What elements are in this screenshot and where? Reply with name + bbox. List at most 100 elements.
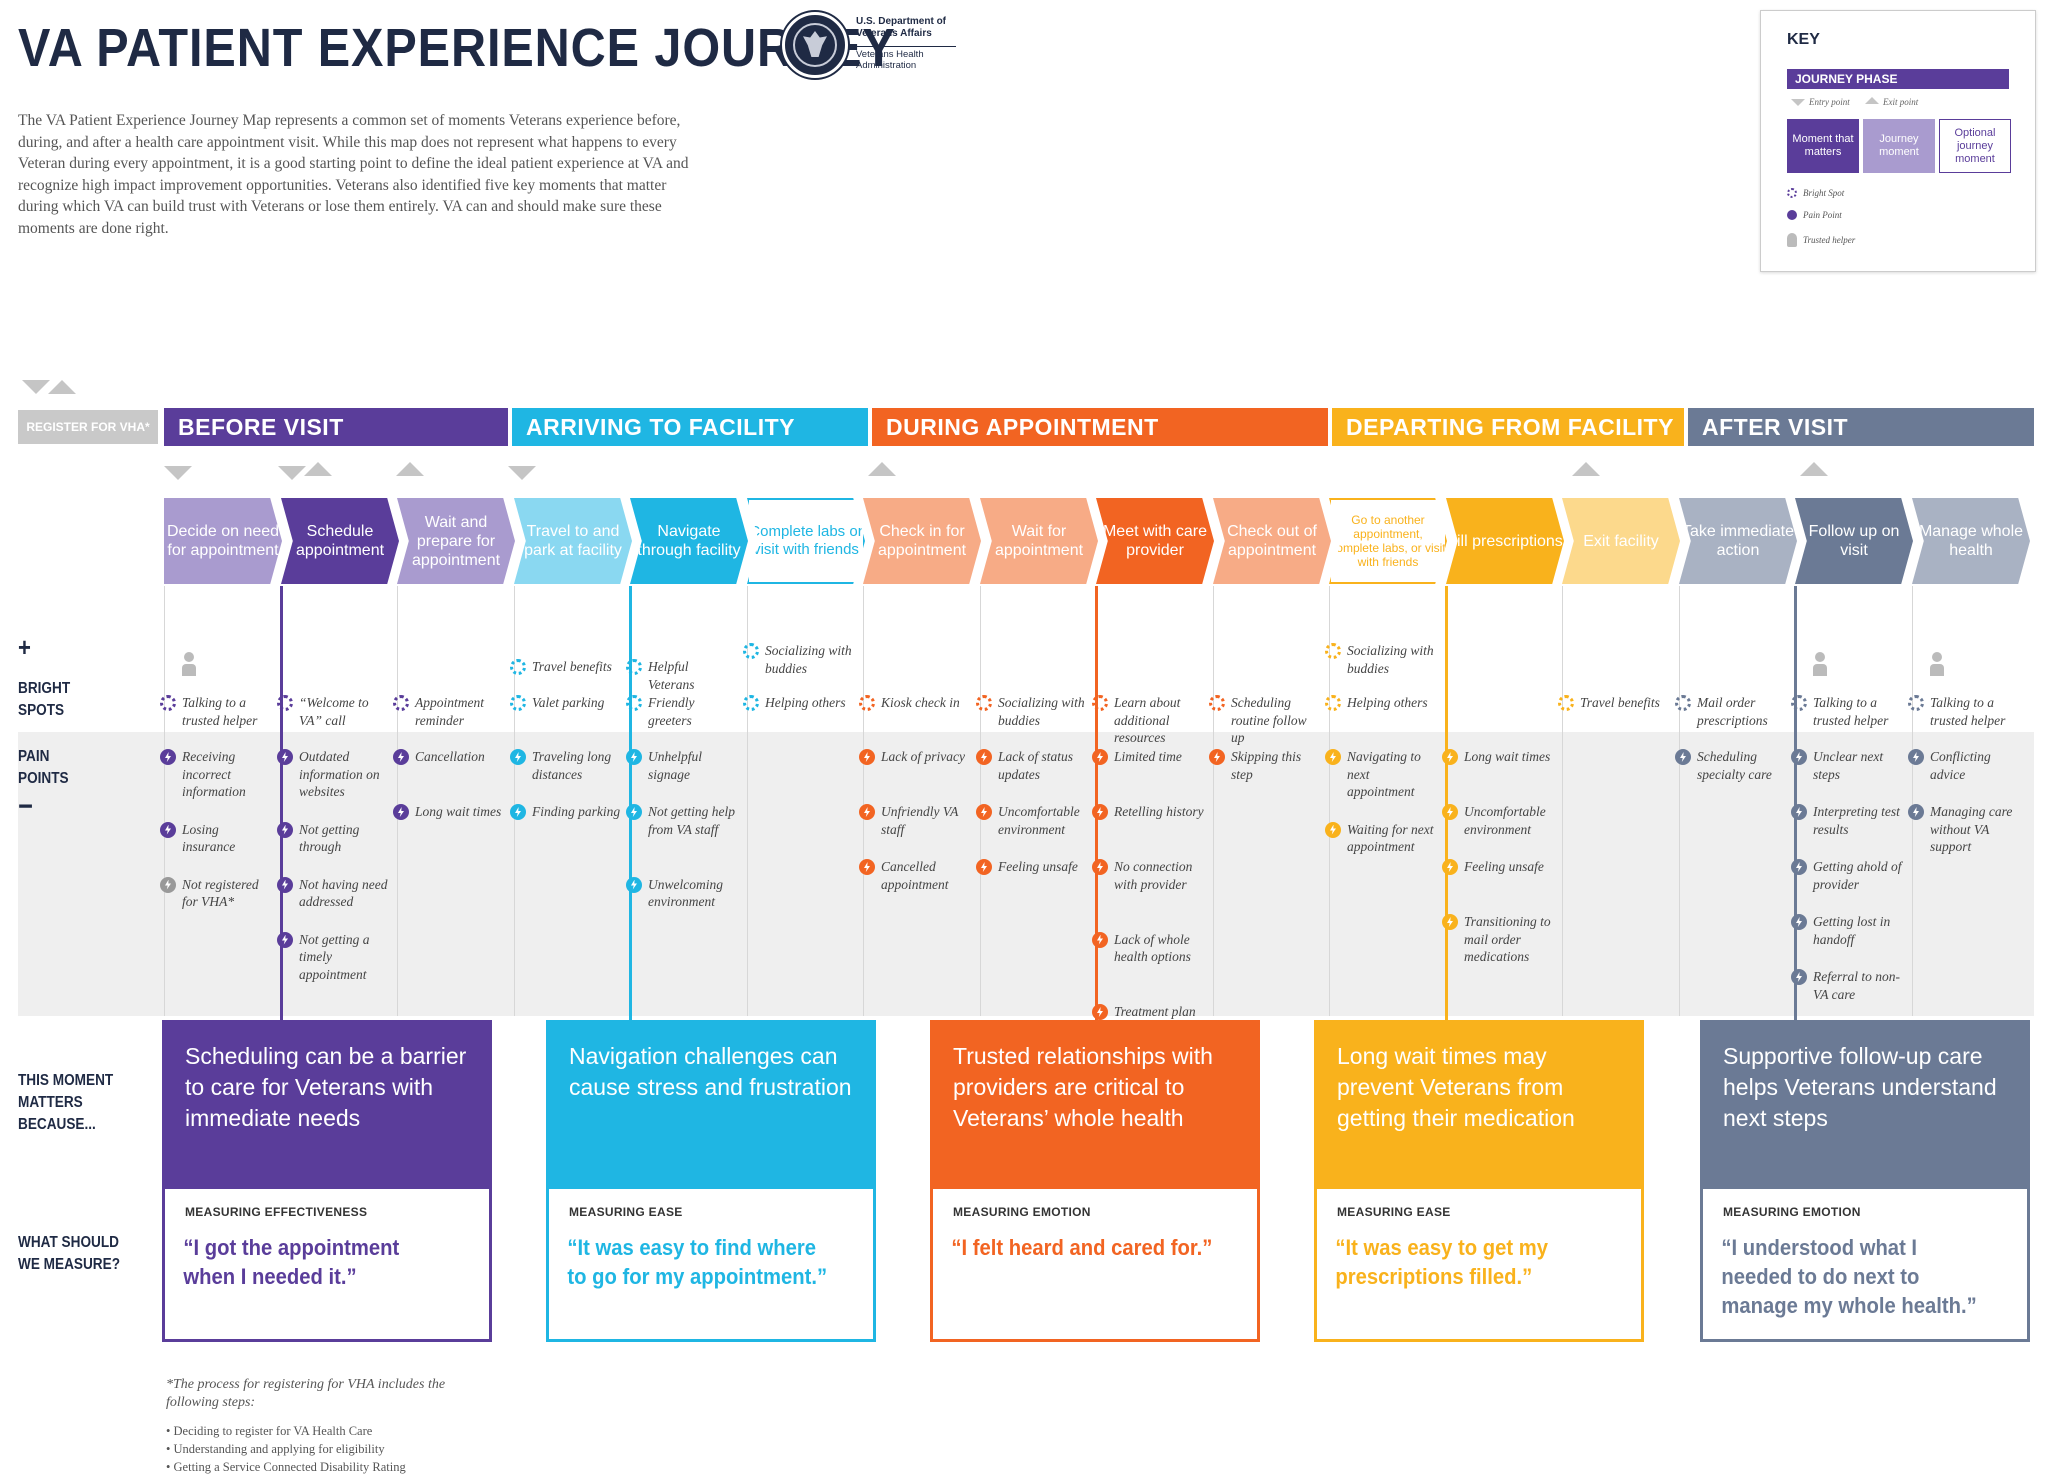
measure-label: WHAT SHOULD WE MEASURE? [18, 1234, 120, 1273]
pain-point-text: Unfriendly VA staff [881, 804, 959, 837]
bright-spot-text: Socializing with buddies [765, 643, 852, 676]
journey-step: Travel to and park at facility [514, 498, 632, 584]
pain-point-text: Traveling long distances [532, 749, 612, 782]
entry-point-icon [164, 466, 192, 480]
pain-point-icon [1325, 821, 1341, 838]
bright-spot: Helping others [743, 694, 855, 712]
journey-step: Wait and prepare for appointment [397, 498, 515, 584]
bright-spot-text: Helpful Veterans [648, 659, 695, 692]
bright-spot-text: Travel benefits [532, 659, 612, 674]
bright-spot-text: Socializing with buddies [998, 695, 1085, 728]
bright-spot-text: Helping others [765, 695, 846, 710]
pain-points-label: PAIN POINTS [18, 748, 69, 787]
pain-point: Feeling unsafe [1442, 858, 1554, 876]
moment-matters-label: THIS MOMENT MATTERS BECAUSE... [18, 1072, 114, 1133]
pain-point-icon [393, 804, 409, 820]
pain-point: Cancellation [393, 748, 505, 766]
pain-point: Transitioning to mail order medications [1442, 913, 1554, 966]
column-line [629, 586, 632, 1020]
pain-point-icon [1442, 859, 1458, 875]
pain-point-text: Losing insurance [182, 821, 236, 855]
pain-point-text: Feeling unsafe [1464, 859, 1544, 874]
pain-point-icon [1908, 804, 1924, 820]
pain-point-icon [160, 821, 176, 838]
column-line [1794, 586, 1797, 1020]
journey-step: Decide on need for appointment [164, 498, 282, 584]
column-line [1679, 586, 1680, 1016]
pain-point: Lack of status updates [976, 748, 1088, 783]
column-line [747, 586, 748, 1016]
bright-spot-icon [160, 695, 176, 711]
pain-point-icon [510, 804, 526, 820]
bright-spots-label: BRIGHT SPOTS [18, 680, 71, 719]
pain-point-icon [1908, 749, 1924, 765]
entry-point-icon [1791, 99, 1805, 106]
measure-type: MEASURING EASE [1337, 1205, 1451, 1219]
pain-point: Losing insurance [160, 821, 272, 856]
pain-point-text: Not having need addressed [299, 876, 388, 910]
pain-point-text: Limited time [1114, 749, 1182, 764]
bright-spot-text: Helping others [1347, 695, 1428, 710]
key-pain-point: Pain Point [1787, 209, 1842, 220]
journey-step: Take immediate action [1679, 498, 1797, 584]
column-line [397, 586, 398, 1016]
column-line [1213, 586, 1214, 1016]
department-name: U.S. Department of Veterans Affairs [856, 16, 947, 39]
column-line [1095, 586, 1098, 1020]
pain-point-text: Skipping this step [1231, 749, 1302, 782]
footnote: *The process for registering for VHA inc… [166, 1377, 446, 1410]
pain-point-text: Cancelled appointment [881, 859, 949, 892]
exit-point-icon [48, 380, 76, 394]
bright-spot-text: Appointment reminder [415, 695, 484, 728]
footnote-bullet-text: Deciding to register for VA Health Care [173, 1424, 373, 1438]
pain-point: Not registered for VHA* [160, 876, 272, 911]
journey-step: Wait for appointment [980, 498, 1098, 584]
journey-step: Complete labs or visit with friends [747, 498, 865, 584]
entry-point-icon [508, 466, 536, 480]
pain-point-icon [1787, 210, 1797, 220]
journey-step: Follow up on visit [1795, 498, 1913, 584]
bright-spot: Socializing with buddies [1325, 642, 1437, 677]
column-line [164, 586, 165, 1016]
bright-spot: Travel benefits [510, 658, 622, 676]
measure-quote: “I felt heard and cared for.” [951, 1235, 1213, 1260]
pain-point-text: Managing care without VA support [1930, 804, 2013, 854]
bright-spot: Mail order prescriptions [1675, 694, 1787, 729]
pain-point-icon [510, 749, 526, 765]
pain-point-text: Cancellation [415, 749, 485, 764]
pain-point-icon [859, 859, 875, 875]
pain-point: Scheduling specialty care [1675, 748, 1787, 783]
pain-point-text: Lack of status updates [998, 749, 1074, 782]
bright-spot-icon [1325, 643, 1341, 659]
page-title: VA PATIENT EXPERIENCE JOURNEY [18, 18, 896, 78]
pain-point-icon [160, 876, 176, 893]
journey-step: Check in for appointment [863, 498, 981, 584]
pain-point: Not having need addressed [277, 876, 389, 911]
bright-spot-text: Mail order prescriptions [1697, 695, 1768, 728]
key-trusted-helper-label: Trusted helper [1803, 235, 1856, 245]
pain-point-icon [393, 749, 409, 765]
moment-card-navigation: Navigation challenges can cause stress a… [546, 1020, 876, 1342]
pain-point-icon [1092, 804, 1108, 820]
moment-card-providers: Trusted relationships with providers are… [930, 1020, 1260, 1342]
key-entry-label: Entry point [1809, 97, 1850, 107]
pain-point: Uncomfortable environment [976, 803, 1088, 838]
measure-quote: “I got the appointment when I needed it.… [183, 1235, 400, 1289]
pain-point: Conflicting advice [1908, 748, 2020, 783]
bright-spot-text: Talking to a trusted helper [1813, 695, 1889, 728]
bright-spot-text: Travel benefits [1580, 695, 1660, 710]
pain-point-text: Uncomfortable environment [998, 804, 1080, 837]
bright-spot-icon [1787, 188, 1797, 198]
column-line [1912, 586, 1913, 1016]
plus-sign: + [18, 632, 31, 662]
pain-point: Managing care without VA support [1908, 803, 2020, 856]
pain-point-text: Finding parking [532, 804, 621, 819]
phase-departing: DEPARTING FROM FACILITY [1332, 408, 1684, 446]
exit-point-icon [304, 462, 332, 476]
journey-step: Schedule appointment [281, 498, 399, 584]
key-exit-label: Exit point [1883, 97, 1919, 107]
pain-point: Unwelcoming environment [626, 876, 738, 911]
measure-type: MEASURING EFFECTIVENESS [185, 1205, 368, 1219]
footnote-bullet-text: Getting a Service Connected Disability R… [173, 1460, 406, 1474]
pain-point-text: Transitioning to mail order medications [1464, 914, 1551, 964]
